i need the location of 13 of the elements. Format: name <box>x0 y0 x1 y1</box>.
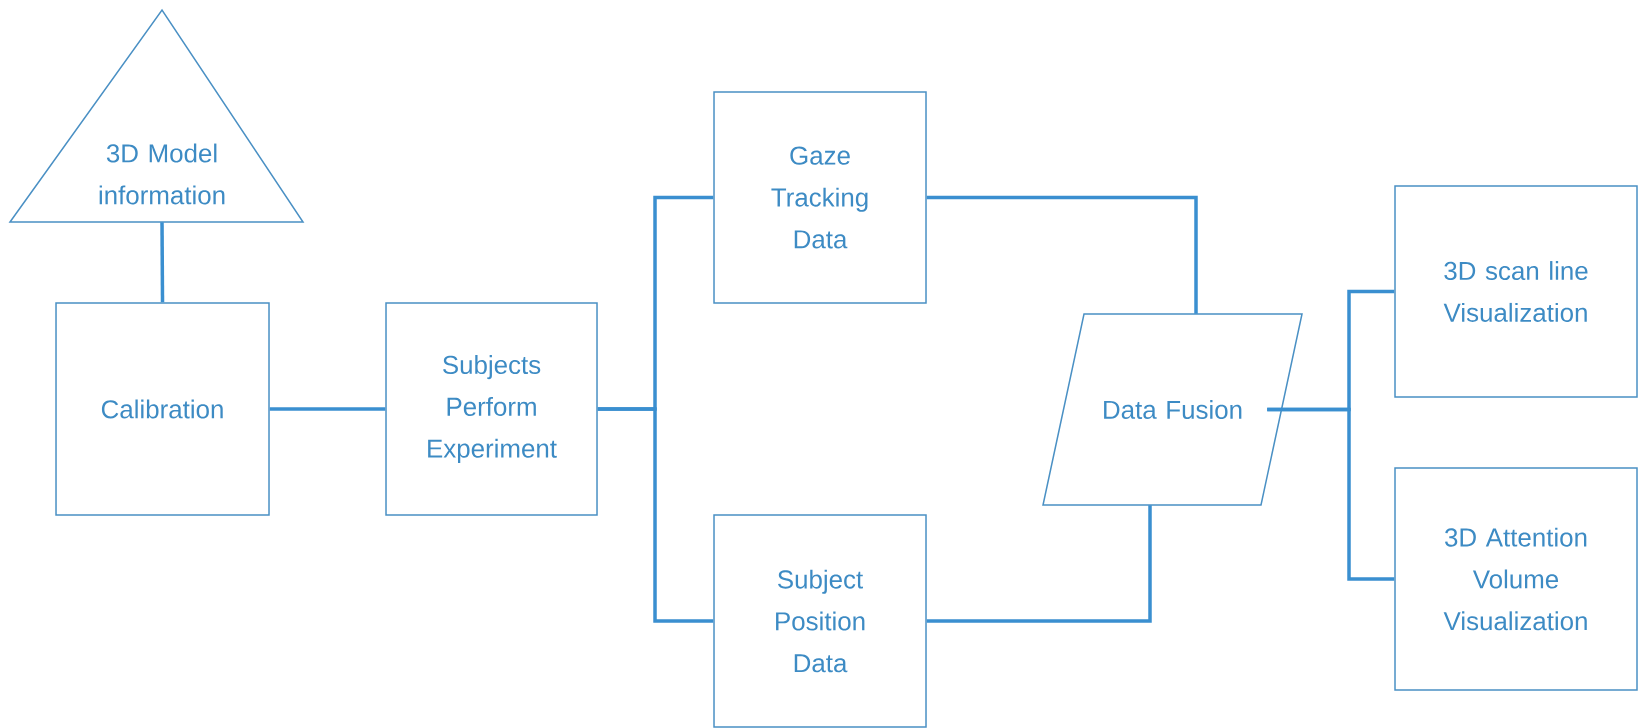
process-box: Subjects Perform Experiment <box>385 302 598 516</box>
connector-line <box>269 407 386 411</box>
connector-line <box>1267 407 1395 581</box>
connector-line <box>597 407 714 623</box>
process-box: Calibration <box>55 302 270 516</box>
connector-line <box>926 195 1198 314</box>
process-box: 3D Attention Volume Visualization <box>1394 467 1638 691</box>
process-box: 3D scan line Visualization <box>1394 185 1638 398</box>
connector-line <box>926 505 1152 623</box>
connector-line <box>160 222 165 303</box>
process-box: Subject Position Data <box>713 514 927 728</box>
data-parallelogram: Data Fusion <box>1042 313 1303 506</box>
process-box: Gaze Tracking Data <box>713 91 927 304</box>
